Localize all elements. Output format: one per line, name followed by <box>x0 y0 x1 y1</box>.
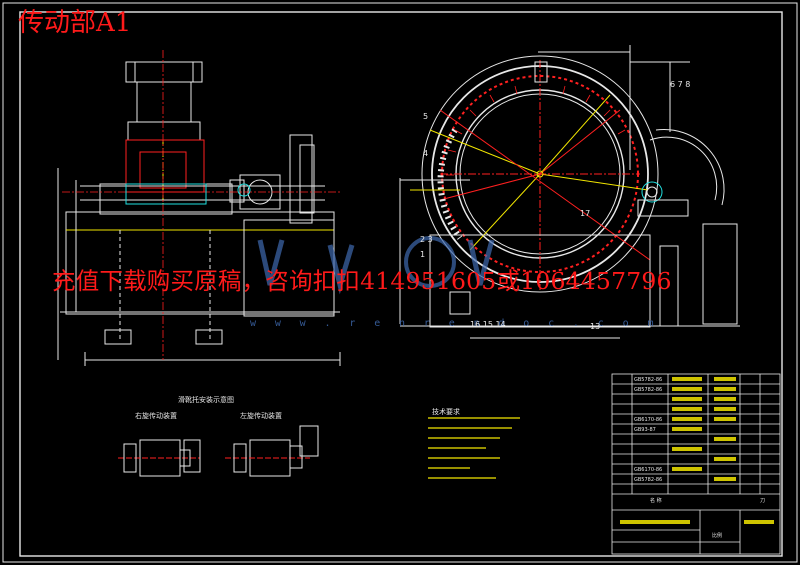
tb-scale: 比例 <box>712 533 723 539</box>
part-number-5: 5 <box>423 112 429 121</box>
side-view-cyan <box>125 183 251 205</box>
tb-names-header: 名 称 <box>650 498 662 504</box>
part-number-17: 17 <box>580 209 591 218</box>
watermark-text: 充值下载购买原稿，咨询扣扣414951605或1064457796 <box>52 267 672 295</box>
sub-views-header: 滑靴托安装示意图 <box>178 396 234 404</box>
part-number-161514: 16 15 14 <box>470 320 506 329</box>
tech-notes-heading: 技术要求 <box>432 408 460 416</box>
part-number-1: 1 <box>420 250 426 259</box>
tb-company: 刀 <box>760 498 766 504</box>
part-number-4: 4 <box>423 149 429 158</box>
tb-row-1: GB5782-86 <box>634 387 663 393</box>
drum-view <box>399 45 740 339</box>
tech-notes-lines <box>428 417 520 479</box>
part-number-678: 6 7 8 <box>670 80 691 89</box>
tb-row-2: GB6170-86 <box>634 417 663 423</box>
side-view-centerlines <box>62 50 340 360</box>
drum-teeth <box>446 85 626 176</box>
part-number-23: 2 3 <box>420 235 433 244</box>
inner-frame <box>19 11 783 557</box>
sheet-title: 传动部A1 <box>18 8 132 38</box>
sub-view-left <box>225 425 319 477</box>
watermark-site: w w w . r e n r e n d o c . c o m <box>250 318 660 329</box>
left-drive-label: 左旋传动装置 <box>240 412 282 420</box>
right-drive-label: 右旋传动装置 <box>135 412 177 420</box>
title-block-fills <box>620 377 774 524</box>
tb-row-5: GB5782-86 <box>634 477 663 483</box>
tb-row-3: GB93-87 <box>634 427 656 433</box>
logo-watermark <box>257 236 495 295</box>
title-block <box>611 373 781 555</box>
tb-row-4: GB6170-86 <box>634 467 663 473</box>
sub-view-right <box>118 439 201 477</box>
tb-row-0: GB5782-86 <box>634 377 663 383</box>
part-number-13: 13 <box>590 322 601 331</box>
